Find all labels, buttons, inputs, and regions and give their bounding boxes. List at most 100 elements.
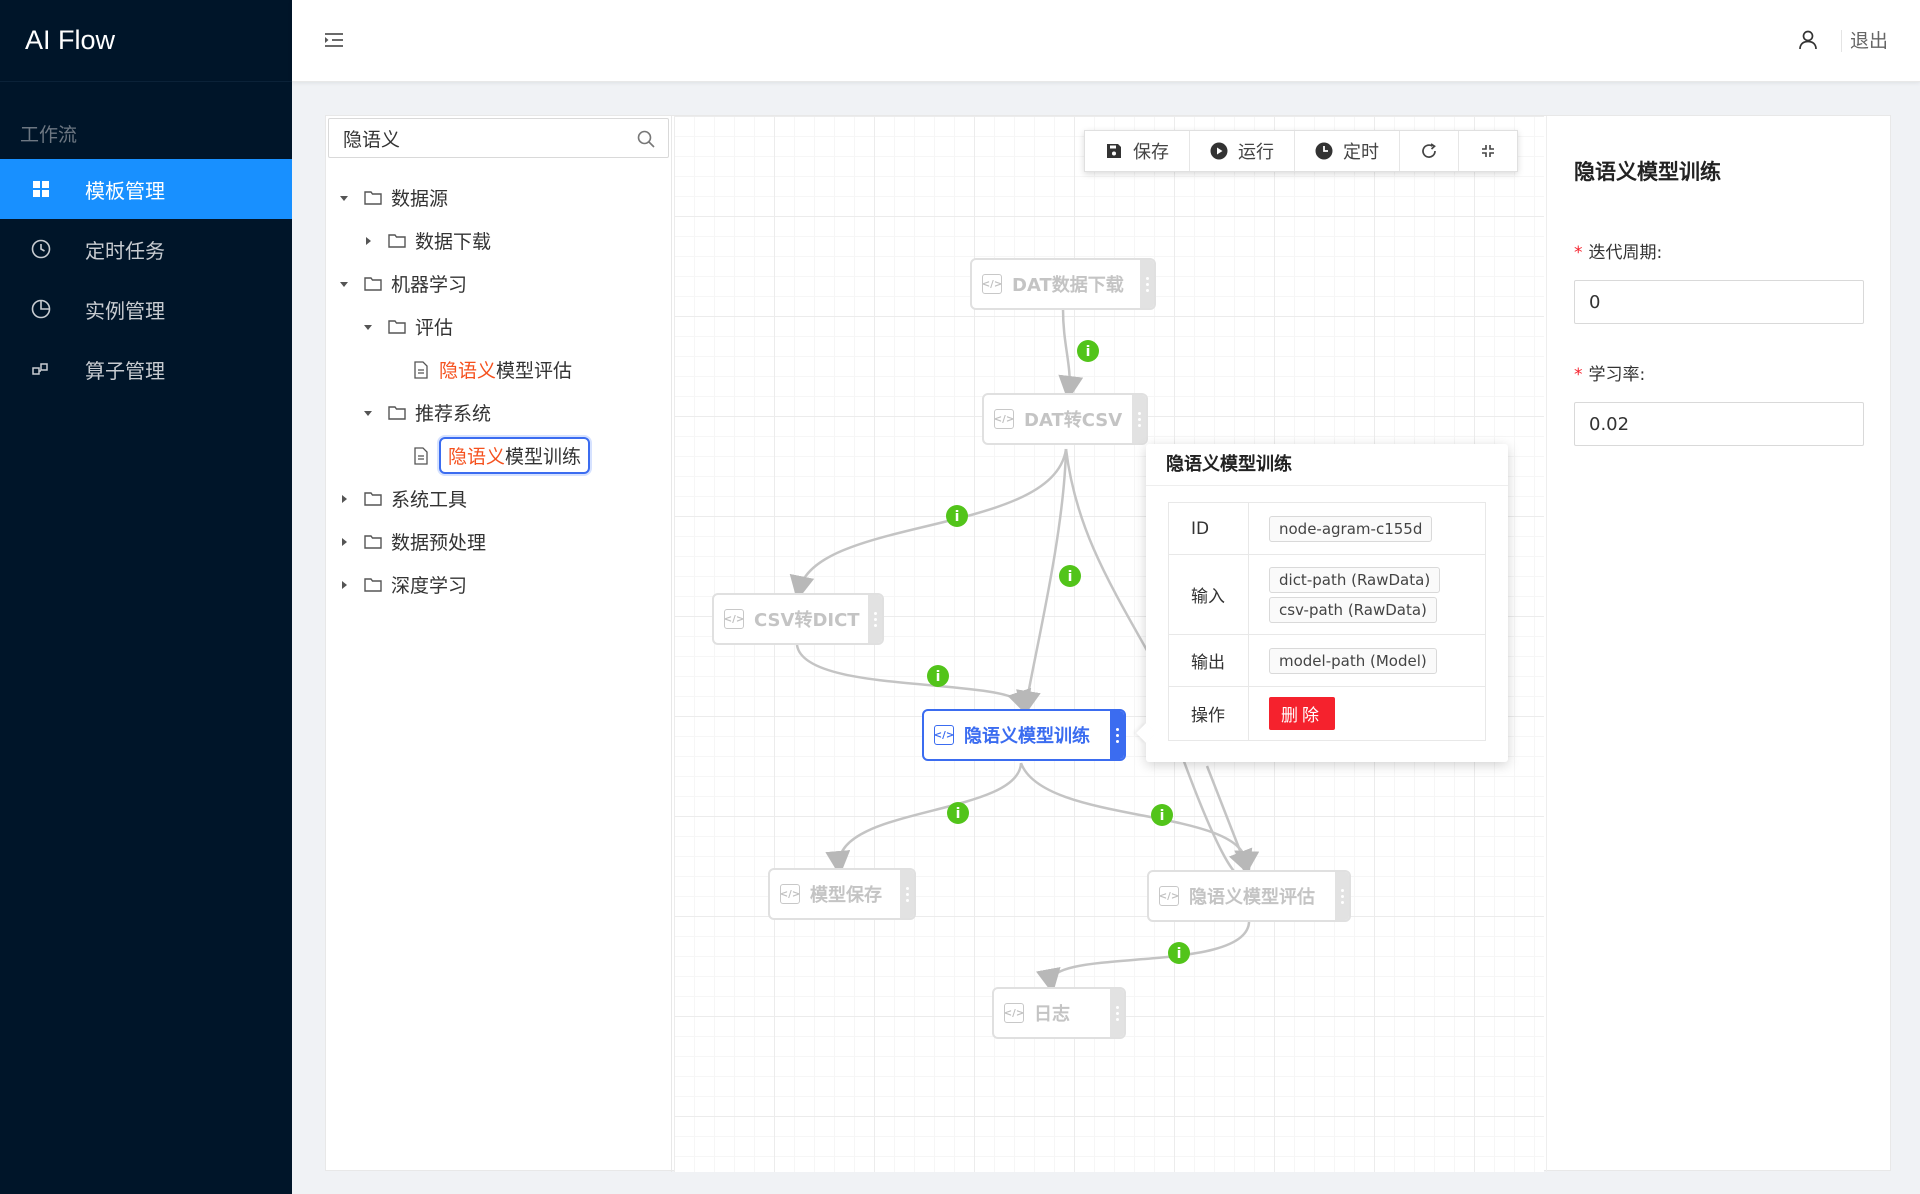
- edge: [1058, 308, 1084, 401]
- caret-right-icon[interactable]: [337, 535, 351, 549]
- tree-node-lfm-eval[interactable]: 隐语义模型评估: [326, 348, 672, 391]
- search-input[interactable]: [329, 127, 619, 149]
- refresh-icon: [1420, 142, 1438, 160]
- tree-node-label: 数据源: [391, 188, 449, 210]
- flow-edges: i i i i i i i: [789, 308, 1260, 994]
- folder-icon: [387, 403, 407, 423]
- schedule-label: 定时: [1343, 142, 1379, 163]
- iteration-label-text: 迭代周期:: [1588, 243, 1663, 263]
- flow-node-csv-to-dict[interactable]: </> CSV转DICT: [712, 593, 884, 645]
- file-icon: [411, 446, 431, 466]
- pie-chart-icon: [30, 298, 52, 320]
- schedule-button[interactable]: 定时: [1295, 131, 1400, 171]
- edge-info-badge: [1059, 565, 1081, 587]
- sidebar: AI Flow 工作流 模板管理 定时任务 实例管理 算子管理: [0, 0, 292, 1194]
- save-button[interactable]: 保存: [1085, 131, 1190, 171]
- node-label: 模型保存: [810, 885, 882, 906]
- node-grip[interactable]: [900, 870, 914, 918]
- flow-node-dat-to-csv[interactable]: </> DAT转CSV: [982, 393, 1148, 445]
- sidebar-item-label: 实例管理: [85, 298, 165, 323]
- tree-node-label: 深度学习: [391, 575, 468, 597]
- tree-node-label: 机器学习: [391, 274, 468, 296]
- flow-node-dat-download[interactable]: </> DAT数据下载: [970, 258, 1156, 310]
- config-title: 隐语义模型训练: [1574, 160, 1721, 184]
- app-logo: AI Flow: [0, 0, 292, 82]
- node-grip[interactable]: [1335, 872, 1349, 920]
- menu-fold-icon[interactable]: [322, 28, 346, 52]
- tree-node-data-download[interactable]: 数据下载: [326, 219, 672, 262]
- logout-link[interactable]: 退出: [1849, 30, 1888, 52]
- node-label: 隐语义模型评估: [1189, 887, 1315, 908]
- folder-icon: [363, 188, 383, 208]
- output-tag: model-path (Model): [1269, 647, 1437, 674]
- folder-icon: [387, 231, 407, 251]
- top-header: 退出: [292, 0, 1920, 82]
- code-icon: </>: [724, 609, 744, 629]
- canvas-toolbar: 保存 运行 定时: [1084, 130, 1518, 172]
- search-icon[interactable]: [636, 129, 656, 149]
- node-grip[interactable]: [868, 595, 882, 643]
- clock-icon: [1315, 142, 1333, 160]
- caret-right-icon[interactable]: [361, 234, 375, 248]
- iteration-input[interactable]: [1574, 280, 1864, 324]
- tree-node-label: 数据下载: [415, 231, 492, 253]
- run-button[interactable]: 运行: [1190, 131, 1295, 171]
- sidebar-item-template-management[interactable]: 模板管理: [0, 159, 292, 219]
- caret-down-icon[interactable]: [337, 277, 351, 291]
- refresh-button[interactable]: [1400, 131, 1459, 171]
- tree-node-label-rest: 模型评估: [496, 360, 573, 382]
- edge: [789, 448, 1068, 601]
- caret-down-icon[interactable]: [337, 191, 351, 205]
- search-highlight: 隐语义: [439, 360, 497, 382]
- tree-node-preprocessing[interactable]: 数据预处理: [326, 520, 672, 563]
- tree-node-recommendation[interactable]: 推荐系统: [326, 391, 672, 434]
- sidebar-item-operator-management[interactable]: 算子管理: [0, 339, 292, 399]
- learning-rate-input[interactable]: [1574, 402, 1864, 446]
- caret-down-icon[interactable]: [361, 320, 375, 334]
- run-label: 运行: [1238, 142, 1274, 163]
- required-mark: *: [1574, 243, 1583, 263]
- tree-node-system-tools[interactable]: 系统工具: [326, 477, 672, 520]
- tree-node-evaluation[interactable]: 评估: [326, 305, 672, 348]
- operator-tree-panel: 数据源 数据下载 机器学习 评估 隐语义模: [326, 116, 672, 1172]
- sidebar-item-instance-management[interactable]: 实例管理: [0, 279, 292, 339]
- flow-node-log[interactable]: </> 日志: [992, 987, 1126, 1039]
- grid-icon: [30, 178, 52, 200]
- detail-key: 输出: [1168, 634, 1249, 687]
- file-icon: [411, 360, 431, 380]
- user-icon[interactable]: [1796, 28, 1820, 52]
- node-grip[interactable]: [1110, 711, 1124, 759]
- edge: [795, 644, 1031, 716]
- detail-key: ID: [1168, 502, 1249, 555]
- folder-icon: [387, 317, 407, 337]
- flow-node-model-save[interactable]: </> 模型保存: [768, 868, 916, 920]
- node-grip[interactable]: [1110, 989, 1124, 1037]
- tree-node-deep-learning[interactable]: 深度学习: [326, 563, 672, 606]
- edge-badges: [927, 340, 1190, 964]
- caret-down-icon[interactable]: [361, 406, 375, 420]
- folder-icon: [363, 274, 383, 294]
- tree-node-machine-learning[interactable]: 机器学习: [326, 262, 672, 305]
- tree-node-lfm-train[interactable]: 隐语义模型训练: [326, 434, 672, 477]
- caret-right-icon[interactable]: [337, 578, 351, 592]
- edge-info-badge: [1077, 340, 1099, 362]
- node-label: CSV转DICT: [754, 610, 860, 631]
- popover-title: 隐语义模型训练: [1146, 444, 1508, 486]
- tree-node-data-source[interactable]: 数据源: [326, 176, 672, 219]
- node-grip[interactable]: [1140, 260, 1154, 308]
- flow-node-lfm-eval[interactable]: </> 隐语义模型评估: [1147, 870, 1351, 922]
- tree-node-label: 系统工具: [391, 489, 468, 511]
- tree-node-label-selected: 隐语义模型训练: [439, 437, 591, 474]
- detail-key: 操作: [1168, 686, 1249, 741]
- menu-group-label: 工作流: [20, 124, 78, 146]
- node-grip[interactable]: [1132, 395, 1146, 443]
- sidebar-item-scheduled-tasks[interactable]: 定时任务: [0, 219, 292, 279]
- edge-info-glyph: i: [1160, 808, 1165, 824]
- edge: [1036, 918, 1251, 994]
- edge-info-badge: [1151, 804, 1173, 826]
- delete-node-button[interactable]: 删除: [1269, 697, 1335, 730]
- fullscreen-button[interactable]: [1459, 131, 1517, 171]
- node-label: DAT转CSV: [1024, 410, 1123, 431]
- caret-right-icon[interactable]: [337, 492, 351, 506]
- flow-node-lfm-train[interactable]: </> 隐语义模型训练: [922, 709, 1126, 761]
